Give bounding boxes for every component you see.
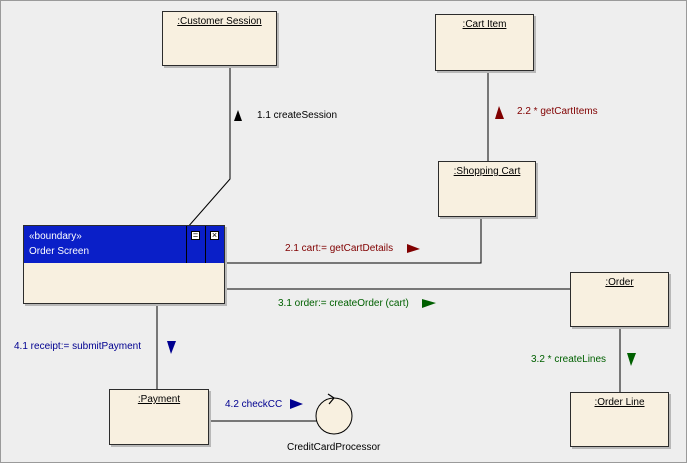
message-4-2: 4.2 checkCC [225,399,283,410]
minimize-icon: = [191,230,200,240]
boundary-order-screen[interactable]: «boundary» Order Screen = × [23,225,225,304]
arrow-down-icon [167,341,176,354]
boundary-title-bar: «boundary» Order Screen = × [24,226,224,263]
message-2-2: 2.2 * getCartItems [517,106,598,117]
object-cart-item[interactable]: :Cart Item [435,14,534,71]
message-2-1: 2.1 cart:= getCartDetails [285,243,394,254]
close-icon: × [210,230,219,240]
object-label: :Customer Session [177,16,262,27]
object-order-line[interactable]: :Order Line [570,392,669,447]
object-label: :Order [605,277,634,288]
object-shopping-cart[interactable]: :Shopping Cart [438,161,536,217]
boundary-name: Order Screen [29,246,90,257]
object-label: :Shopping Cart [453,166,521,177]
close-control[interactable]: × [205,226,224,263]
message-4-1: 4.1 receipt:= submitPayment [14,341,142,352]
link-shopping-cart-order-screen [225,217,482,264]
object-label: :Order Line [594,397,645,408]
message-1-1: 1.1 createSession [257,110,338,121]
arrow-up-icon [495,106,504,119]
arrow-right-icon [407,244,420,253]
control-object-circle [315,397,353,435]
object-payment[interactable]: :Payment [109,389,209,445]
arrow-down-icon [627,353,636,366]
object-order[interactable]: :Order [570,272,669,327]
minimize-control[interactable]: = [186,226,205,263]
message-3-2: 3.2 * createLines [531,354,607,365]
control-object-label: CreditCardProcessor [287,442,381,453]
arrow-right-icon [290,399,303,409]
arrow-right-icon [422,299,436,308]
object-customer-session[interactable]: :Customer Session [162,11,277,66]
link-customer-session-order-screen [186,65,231,229]
boundary-stereotype: «boundary» [29,231,82,242]
arrow-up-icon [234,110,242,121]
object-label: :Payment [137,394,181,405]
message-3-1: 3.1 order:= createOrder (cart) [278,298,409,309]
control-object-arrowhead [327,393,335,405]
object-label: :Cart Item [462,19,507,30]
